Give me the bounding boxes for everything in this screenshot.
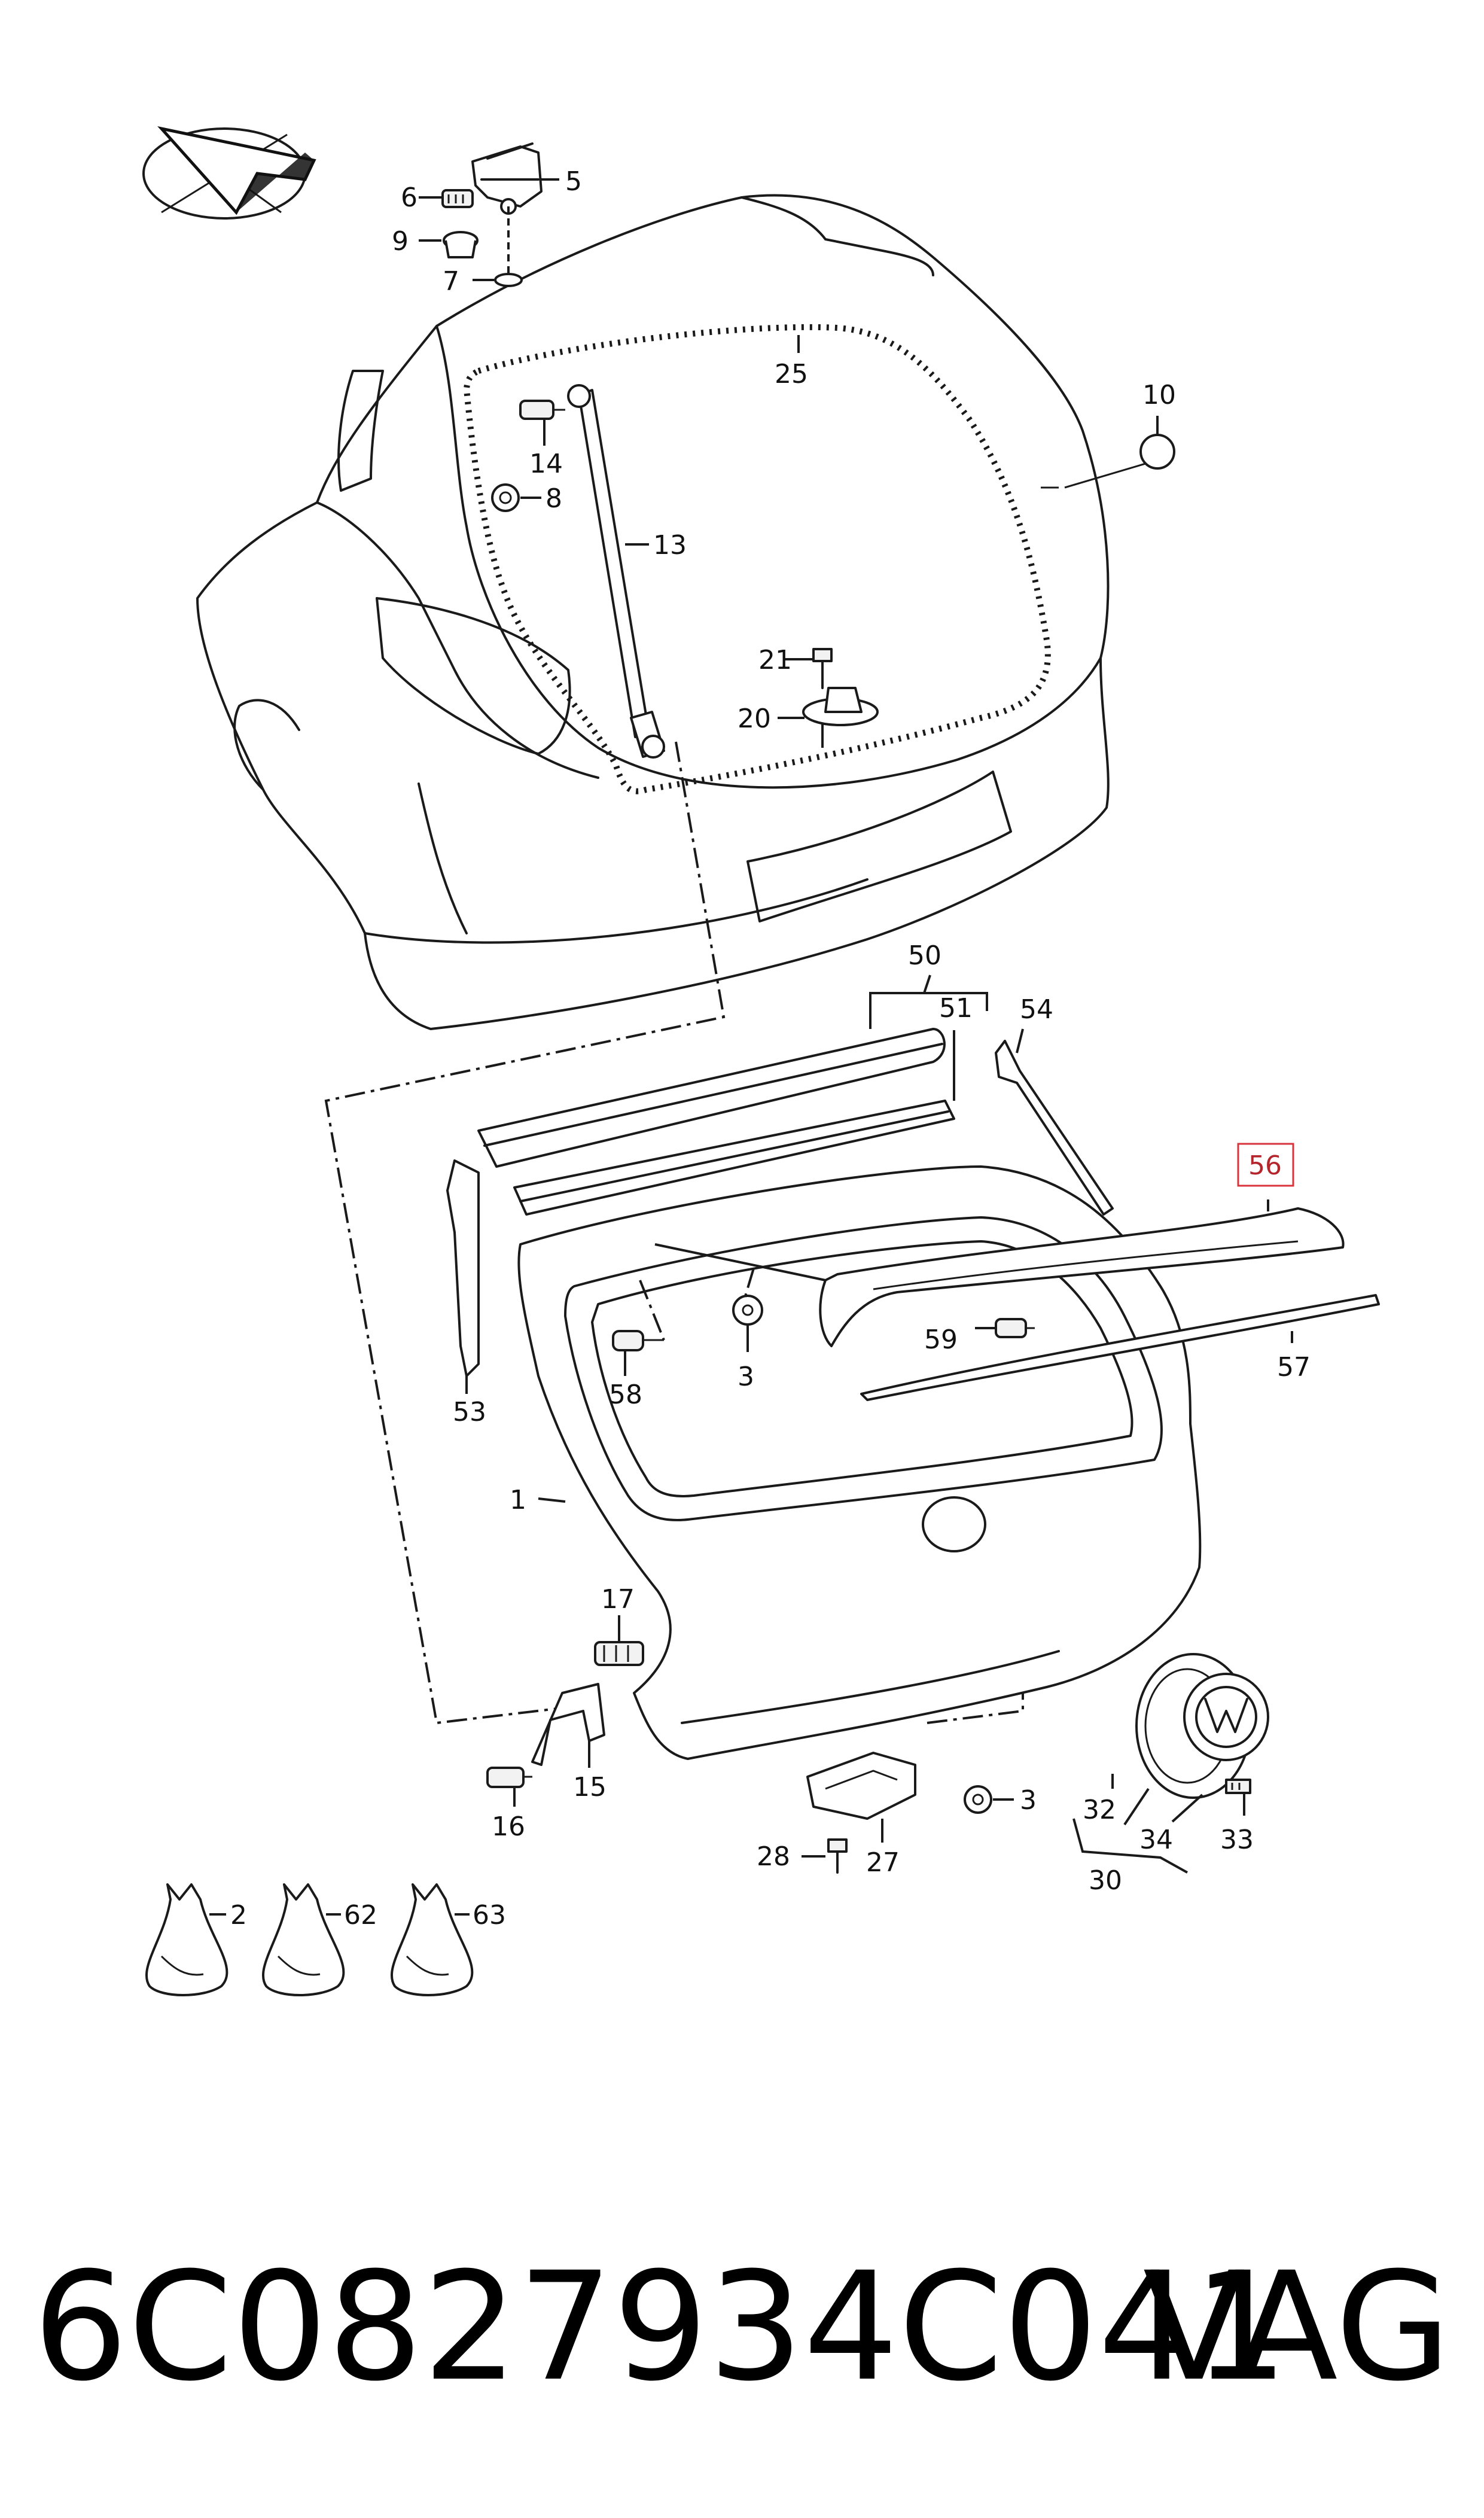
highlight-box-56 <box>1237 1143 1294 1187</box>
callout-54: 54 <box>1020 994 1053 1025</box>
screw-21 <box>812 648 833 689</box>
callout-15: 15 <box>573 1772 607 1803</box>
hardware-bag-63 <box>391 1883 474 1996</box>
grommet-nut <box>443 231 479 258</box>
footer-caption: 6C0827934C041 VAG <box>0 2237 1484 2429</box>
callout-3-lower: 3 <box>1020 1785 1037 1816</box>
bolt-14 <box>519 400 565 420</box>
callout-58: 58 <box>609 1380 642 1410</box>
nut-8 <box>491 483 520 512</box>
callout-33: 33 <box>1220 1825 1254 1855</box>
callout-27: 27 <box>866 1847 900 1878</box>
callout-59: 59 <box>924 1325 958 1355</box>
callout-9: 9 <box>392 226 409 257</box>
callout-62: 62 <box>344 1900 377 1931</box>
leader-lines <box>419 178 1159 748</box>
callout-17: 17 <box>601 1584 635 1615</box>
callout-50: 50 <box>908 940 941 971</box>
callout-1: 1 <box>510 1485 526 1515</box>
hardware-bag-62 <box>262 1883 345 1996</box>
callout-34: 34 <box>1139 1825 1173 1855</box>
side-trim-54 <box>995 1040 1114 1216</box>
tailgate-hinge <box>471 142 543 215</box>
callout-20: 20 <box>738 704 771 734</box>
callout-6: 6 <box>401 182 418 213</box>
orientation-arrow-icon <box>142 126 316 220</box>
callout-5: 5 <box>565 166 582 197</box>
clip-58 <box>612 1330 664 1351</box>
tailgate-panel <box>517 1165 1202 1760</box>
bolt-17 <box>594 1641 644 1666</box>
hinge-screw <box>441 189 474 208</box>
callout-32: 32 <box>1083 1795 1116 1825</box>
callout-8: 8 <box>546 483 562 514</box>
latch-27 <box>806 1752 916 1820</box>
callout-63: 63 <box>473 1900 506 1931</box>
side-trim-53 <box>446 1159 480 1377</box>
callout-13: 13 <box>653 530 687 561</box>
car-body-outline <box>196 194 1110 1030</box>
washer <box>494 273 523 287</box>
callout-30: 30 <box>1089 1865 1122 1896</box>
gas-strut <box>567 384 665 759</box>
bracket-15 <box>531 1683 605 1766</box>
rear-spoiler <box>819 1207 1345 1347</box>
assembly-boundary <box>324 741 1024 1725</box>
callout-28: 28 <box>757 1841 790 1872</box>
callout-56: 56 <box>1248 1150 1282 1181</box>
callout-53: 53 <box>453 1397 486 1427</box>
callout-10: 10 <box>1142 380 1176 410</box>
upper-trim-50 <box>477 1028 946 1168</box>
callout-14: 14 <box>529 449 563 479</box>
callout-3-upper: 3 <box>738 1362 754 1392</box>
brand-label: VAG <box>1142 2240 1451 2414</box>
screw-28 <box>827 1838 848 1874</box>
callout-7: 7 <box>443 266 459 297</box>
callout-21: 21 <box>758 645 792 675</box>
cap-10 <box>1041 434 1175 489</box>
callout-16: 16 <box>492 1811 525 1842</box>
nut-3-lower <box>964 1785 992 1814</box>
vw-emblem-34 <box>1183 1673 1269 1761</box>
tailgate-seal <box>463 324 1051 794</box>
callout-57: 57 <box>1277 1352 1311 1383</box>
clip-3-upper <box>732 1295 763 1326</box>
trim-strip-57 <box>860 1294 1380 1401</box>
callout-25: 25 <box>775 359 808 389</box>
callout-2: 2 <box>230 1900 247 1931</box>
callout-labels: 6 5 9 7 25 10 14 8 13 21 20 50 51 54 56 … <box>230 166 1311 1931</box>
callout-51: 51 <box>939 993 973 1024</box>
bolt-16 <box>486 1767 532 1788</box>
screw-33 <box>1225 1779 1251 1794</box>
hardware-bag-2 <box>145 1883 228 1996</box>
part-number: 6C0827934C041 <box>33 2240 1288 2414</box>
striker-20 <box>802 687 879 726</box>
trim-strip-51 <box>513 1100 955 1216</box>
